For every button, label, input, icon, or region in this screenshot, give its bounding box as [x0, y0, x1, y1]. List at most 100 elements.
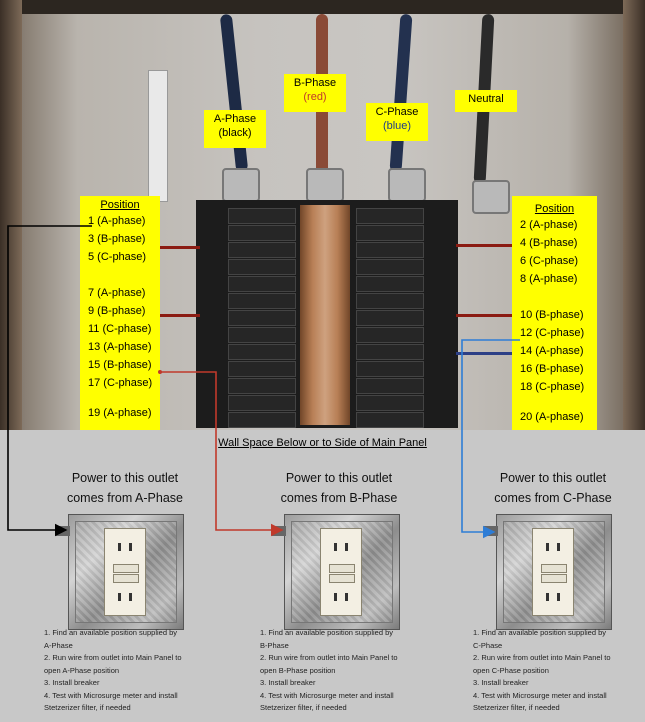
- breaker: [356, 378, 424, 394]
- b-phase-label-name: B-Phase: [293, 77, 337, 89]
- position-item: 12 (C-phase): [520, 327, 585, 339]
- c-phase-label: C-Phase (blue): [366, 103, 428, 141]
- outlet-a-instructions: 1. Find an available position supplied b…: [44, 627, 214, 715]
- instruction-line: 2. Run wire from outlet into Main Panel …: [260, 653, 398, 662]
- outlet-c-conduit: [484, 526, 498, 536]
- outlet-a-title: Power to this outlet comes from A-Phase: [20, 468, 230, 508]
- blue-feeder-wire: [389, 13, 413, 173]
- panel-frame-top: [0, 0, 645, 14]
- breaker: [228, 361, 296, 377]
- instruction-line: 3. Install breaker: [260, 678, 316, 687]
- outlet-slot: [345, 543, 348, 551]
- outlet-slot: [334, 593, 337, 601]
- instruction-line: 4. Test with Microsurge meter and instal…: [473, 690, 607, 700]
- instruction-line: 4. Test with Microsurge meter and instal…: [44, 690, 178, 700]
- instruction-line: A-Phase: [44, 640, 73, 650]
- breaker: [228, 412, 296, 428]
- instruction-line: 3. Install breaker: [473, 678, 529, 687]
- outlet-a-title-line1: Power to this outlet: [71, 471, 179, 485]
- position-item: 7 (A-phase): [88, 287, 146, 299]
- position-item: 8 (A-phase): [520, 273, 578, 285]
- breaker: [356, 412, 424, 428]
- left-position-list: Position 1 (A-phase) 3 (B-phase) 5 (C-phas…: [80, 196, 160, 430]
- outlet-c-instructions: 1. Find an available position supplied b…: [473, 627, 643, 715]
- terminal-strip: [148, 70, 168, 202]
- branch-wire: [160, 314, 200, 317]
- breaker: [228, 276, 296, 292]
- wall-space-title: Wall Space Below or to Side of Main Pane…: [218, 437, 427, 449]
- position-item: 17 (C-phase): [88, 377, 153, 389]
- neutral-label: Neutral: [455, 90, 517, 112]
- instruction-line: open B-Phase position: [260, 665, 336, 675]
- electrical-panel-photo: A-Phase (black) B-Phase (red) C-Phase (b…: [0, 0, 645, 430]
- outlet-slot: [129, 593, 132, 601]
- reset-button: [541, 574, 567, 583]
- outlet-c-title: Power to this outlet comes from C-Phase: [448, 468, 645, 508]
- instruction-line: 2. Run wire from outlet into Main Panel …: [44, 653, 182, 662]
- breaker: [228, 395, 296, 411]
- breaker: [228, 310, 296, 326]
- neutral-label-name: Neutral: [468, 93, 504, 105]
- branch-wire: [160, 246, 200, 249]
- instruction-line: 1. Find an available position supplied b…: [473, 628, 607, 637]
- position-item: 3 (B-phase): [88, 233, 146, 245]
- position-item: 2 (A-phase): [520, 219, 578, 231]
- test-button: [329, 564, 355, 573]
- outlet-slot: [557, 543, 560, 551]
- c-phase-lug: [388, 168, 426, 202]
- outlet-c-receptacle: [532, 528, 574, 616]
- outlet-b-instructions: 1. Find an available position supplied b…: [260, 627, 430, 715]
- position-item: 14 (A-phase): [520, 345, 584, 357]
- instruction-line: 2. Run wire from outlet into Main Panel …: [473, 653, 611, 662]
- breaker: [356, 225, 424, 241]
- position-item: 18 (C-phase): [520, 381, 585, 393]
- position-item: 20 (A-phase): [520, 411, 584, 423]
- a-phase-label-name: A-Phase: [213, 113, 257, 125]
- instruction-line: open A-Phase position: [44, 665, 120, 675]
- breaker: [356, 395, 424, 411]
- instruction-line: B-Phase: [260, 640, 289, 650]
- branch-wire: [456, 244, 512, 247]
- breaker: [228, 327, 296, 343]
- breaker: [356, 208, 424, 224]
- outlet-b-title-line1: Power to this outlet: [285, 471, 393, 485]
- outlet-a-receptacle: [104, 528, 146, 616]
- position-item: 11 (C-phase): [88, 323, 152, 335]
- outlet-slot: [118, 593, 121, 601]
- reset-button: [113, 574, 139, 583]
- outlet-b-conduit: [272, 526, 286, 536]
- outlet-slot: [345, 593, 348, 601]
- position-item: 10 (B-phase): [520, 309, 584, 321]
- a-phase-lug: [222, 168, 260, 202]
- b-phase-lug: [306, 168, 344, 202]
- a-phase-label-color: (black): [218, 127, 252, 139]
- position-item: 15 (B-phase): [88, 359, 152, 371]
- test-button: [541, 564, 567, 573]
- a-phase-label: A-Phase (black): [204, 110, 266, 148]
- instruction-line: 1. Find an available position supplied b…: [260, 628, 394, 637]
- breaker: [356, 327, 424, 343]
- position-item: 1 (A-phase): [88, 215, 146, 227]
- instruction-line: 4. Test with Microsurge meter and instal…: [260, 690, 394, 700]
- instruction-line: 1. Find an available position supplied b…: [44, 628, 178, 637]
- left-position-header: Position: [100, 199, 140, 211]
- outlet-a-conduit: [56, 526, 70, 536]
- branch-wire: [456, 314, 512, 317]
- outlet-slot: [129, 543, 132, 551]
- position-item: 5 (C-phase): [88, 251, 147, 263]
- position-item: 4 (B-phase): [520, 237, 578, 249]
- breaker: [228, 293, 296, 309]
- black-feeder-wire: [219, 13, 249, 173]
- outlet-b-title-line2: comes from B-Phase: [280, 491, 398, 505]
- instruction-line: Stetzerizer filter, if needed: [260, 703, 347, 712]
- outlet-slot: [557, 593, 560, 601]
- neutral-lug: [472, 180, 510, 214]
- right-position-header: Position: [534, 203, 575, 215]
- branch-wire: [456, 352, 512, 355]
- outlet-c-title-line1: Power to this outlet: [499, 471, 607, 485]
- outlet-a-title-line2: comes from A-Phase: [66, 491, 183, 505]
- breaker: [228, 208, 296, 224]
- reset-button: [329, 574, 355, 583]
- position-item: 13 (A-phase): [88, 341, 152, 353]
- breaker: [356, 259, 424, 275]
